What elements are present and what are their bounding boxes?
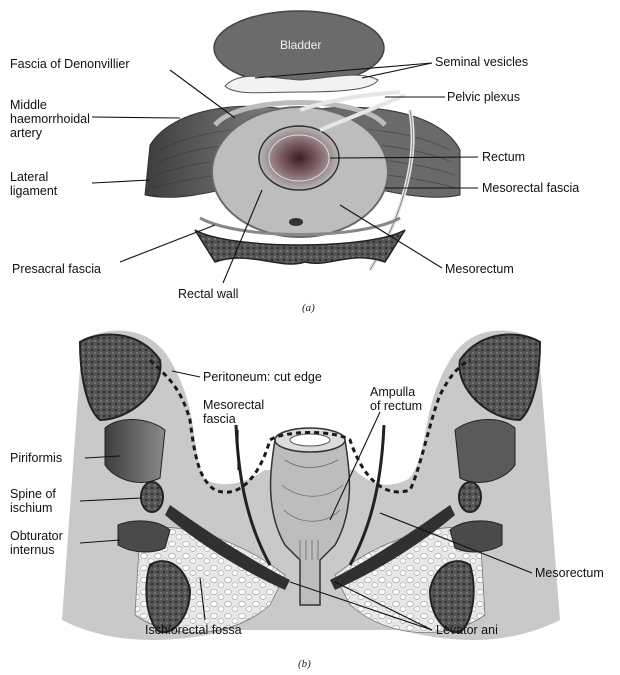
label-mesorectum-a: Mesorectum [445, 262, 514, 276]
label-spine-of-ischium: Spine of ischium [10, 487, 56, 515]
label-peritoneum-cut-edge: Peritoneum: cut edge [203, 370, 322, 384]
label-mesorectal-fascia-b: Mesorectal fascia [203, 398, 264, 426]
label-fascia-denonvillier: Fascia of Denonvillier [10, 57, 130, 71]
piriformis-left [105, 420, 165, 483]
rectum-shape [259, 126, 339, 190]
obturator-right [450, 521, 502, 552]
caption-b: (b) [298, 658, 311, 670]
ischial-spine-left [141, 482, 163, 512]
label-obturator-internus: Obturator internus [10, 529, 63, 557]
label-ampulla-of-rectum: Ampulla of rectum [370, 385, 422, 413]
label-rectum: Rectum [482, 150, 525, 164]
caption-a: (a) [302, 302, 315, 314]
label-rectal-wall: Rectal wall [178, 287, 238, 301]
label-pelvic-plexus: Pelvic plexus [447, 90, 520, 104]
label-mesorectal-fascia-a: Mesorectal fascia [482, 181, 579, 195]
piriformis-right [455, 420, 515, 483]
label-middle-haemorrhoidal-artery: Middle haemorrhoidal artery [10, 98, 90, 140]
ischial-spine-right [459, 482, 481, 512]
label-presacral-fascia: Presacral fascia [12, 262, 101, 276]
label-mesorectum-b: Mesorectum [535, 566, 604, 580]
label-piriformis: Piriformis [10, 451, 62, 465]
label-seminal-vesicles: Seminal vesicles [435, 55, 528, 69]
label-ischiorectal-fossa: Ischiorectal fossa [145, 623, 242, 637]
label-lateral-ligament: Lateral ligament [10, 170, 57, 198]
obturator-left [118, 521, 170, 552]
label-levator-ani: Levator ani [436, 623, 498, 637]
bladder-label: Bladder [280, 38, 321, 52]
